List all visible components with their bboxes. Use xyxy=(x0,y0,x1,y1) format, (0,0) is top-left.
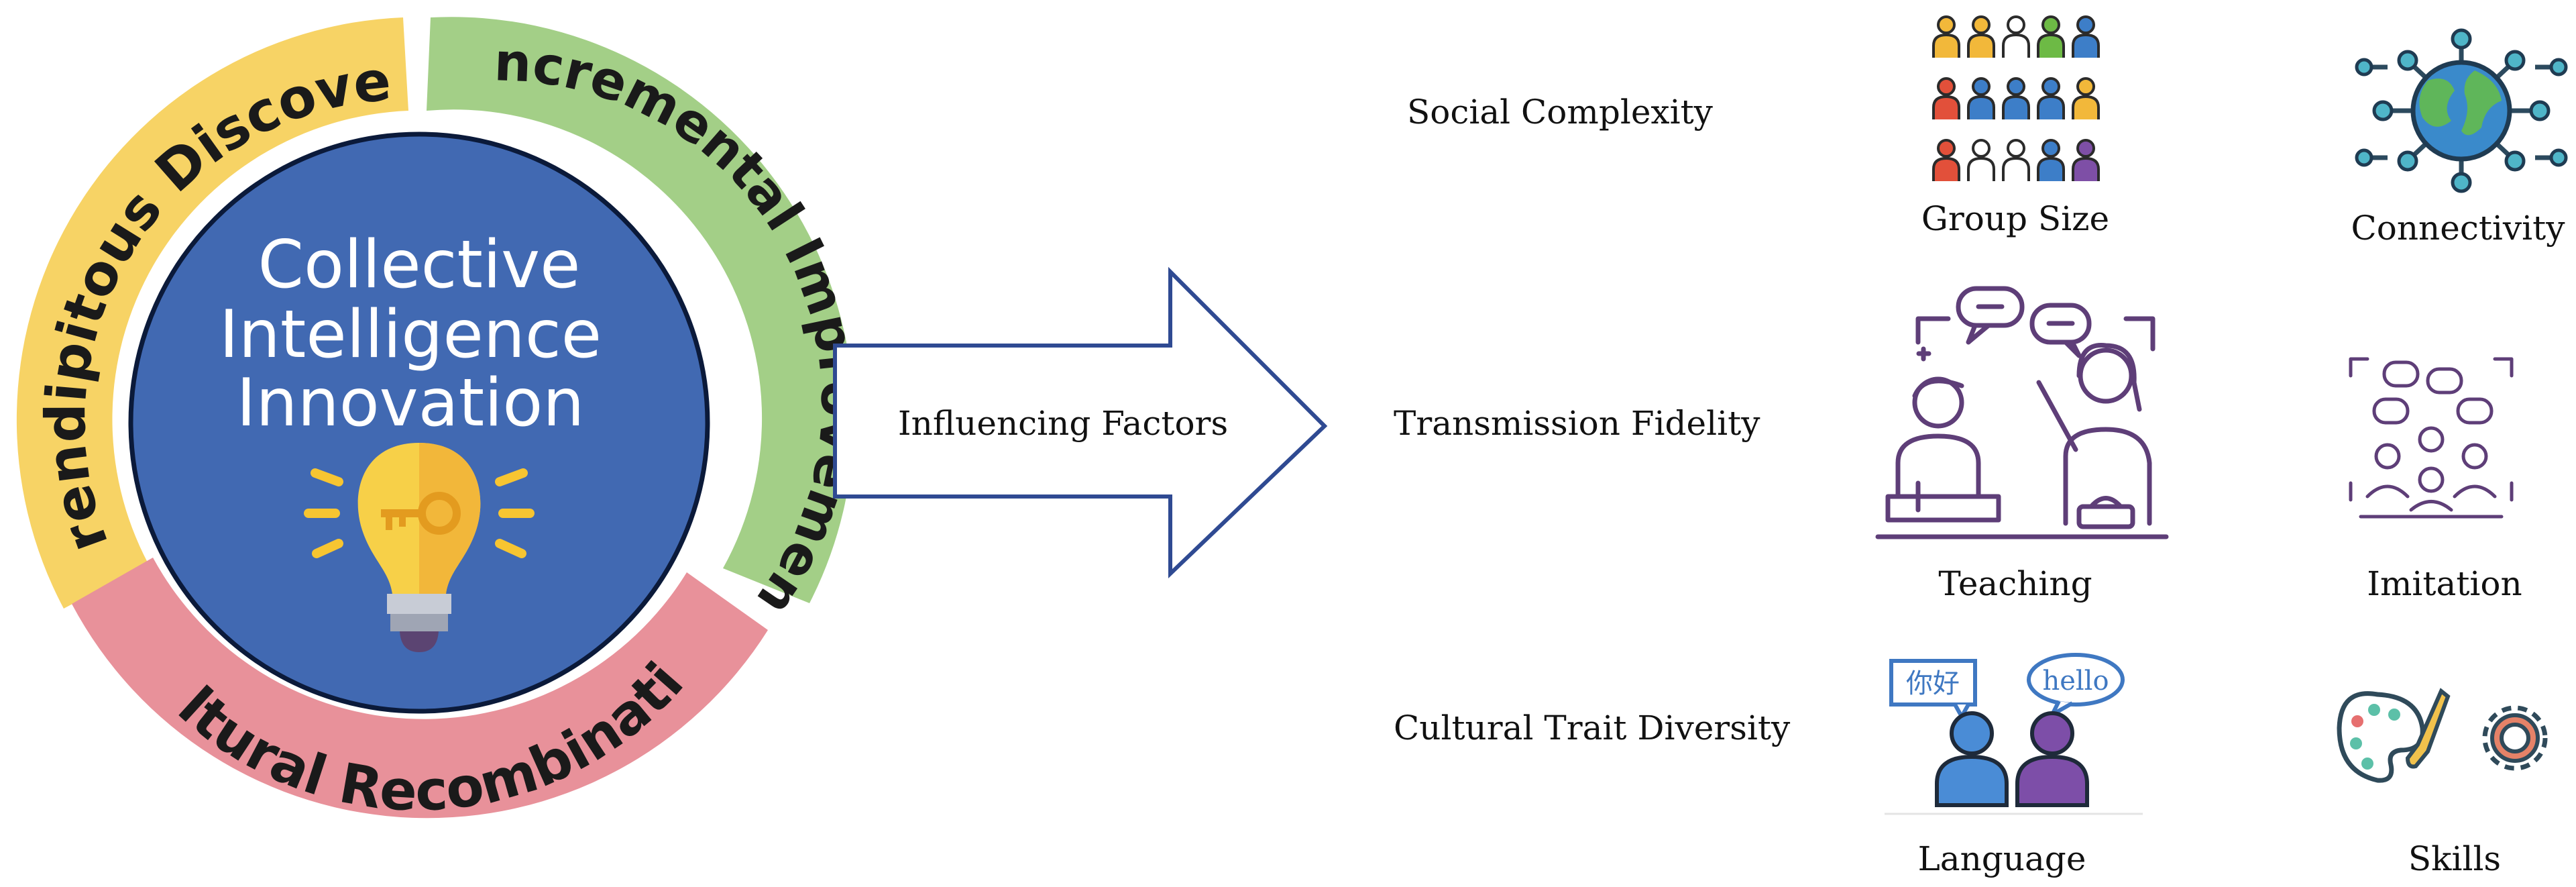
person-figure xyxy=(2002,77,2030,119)
center-title-line3: Innovation xyxy=(237,365,585,441)
factor-label-transmission-fidelity: Transmission Fidelity xyxy=(1394,404,1760,443)
person-figure xyxy=(2037,15,2065,58)
person-figure xyxy=(2072,139,2100,181)
person-figure xyxy=(1932,15,1960,58)
person-figure xyxy=(2037,139,2065,181)
group-size-icon xyxy=(1932,15,2100,181)
person-figure xyxy=(1932,139,1960,181)
caption-teaching: Teaching xyxy=(1938,564,2092,603)
skills-icon xyxy=(2337,688,2548,783)
speech-bubble-chinese: 你好 xyxy=(1906,668,1960,699)
speech-bubble-english: hello xyxy=(2042,666,2109,696)
lightbulb-key-icon xyxy=(304,443,535,652)
factor-label-cultural-trait-diversity: Cultural Trait Diversity xyxy=(1394,709,1791,747)
teaching-icon xyxy=(1875,286,2169,539)
palette-icon xyxy=(2337,691,2425,783)
ring-segment-cultural xyxy=(72,558,768,819)
connectivity-globe-icon xyxy=(2355,28,2568,193)
caption-group-size: Group Size xyxy=(1921,199,2109,238)
ring-segment-incremental xyxy=(427,17,854,603)
center-title-line1: Collective xyxy=(258,227,581,303)
caption-connectivity: Connectivity xyxy=(2351,209,2565,248)
center-circle: Collective Intelligence Innovation xyxy=(128,132,710,714)
person-figure xyxy=(1967,77,1995,119)
person-figure xyxy=(1967,139,1995,181)
arrow-label: Influencing Factors xyxy=(898,404,1228,443)
gear-icon xyxy=(2482,705,2548,771)
center-title-line2: Intelligence xyxy=(219,297,602,373)
ring-segment-serendipitous xyxy=(16,17,409,609)
person-figure xyxy=(1967,15,1995,58)
person-figure xyxy=(2072,15,2100,58)
language-icon: 你好 hello xyxy=(1885,653,2143,815)
brush-icon xyxy=(2405,688,2451,769)
influencing-factors-arrow: Influencing Factors xyxy=(833,266,1328,579)
person-figure xyxy=(2072,77,2100,119)
person-figure xyxy=(1932,77,1960,119)
person-figure xyxy=(2002,15,2030,58)
person-figure xyxy=(2002,139,2030,181)
caption-language: Language xyxy=(1918,839,2086,878)
caption-skills: Skills xyxy=(2408,839,2501,878)
factor-label-social-complexity: Social Complexity xyxy=(1407,93,1714,132)
person-figure xyxy=(2037,77,2065,119)
caption-imitation: Imitation xyxy=(2367,564,2522,603)
imitation-icon xyxy=(2349,357,2514,519)
